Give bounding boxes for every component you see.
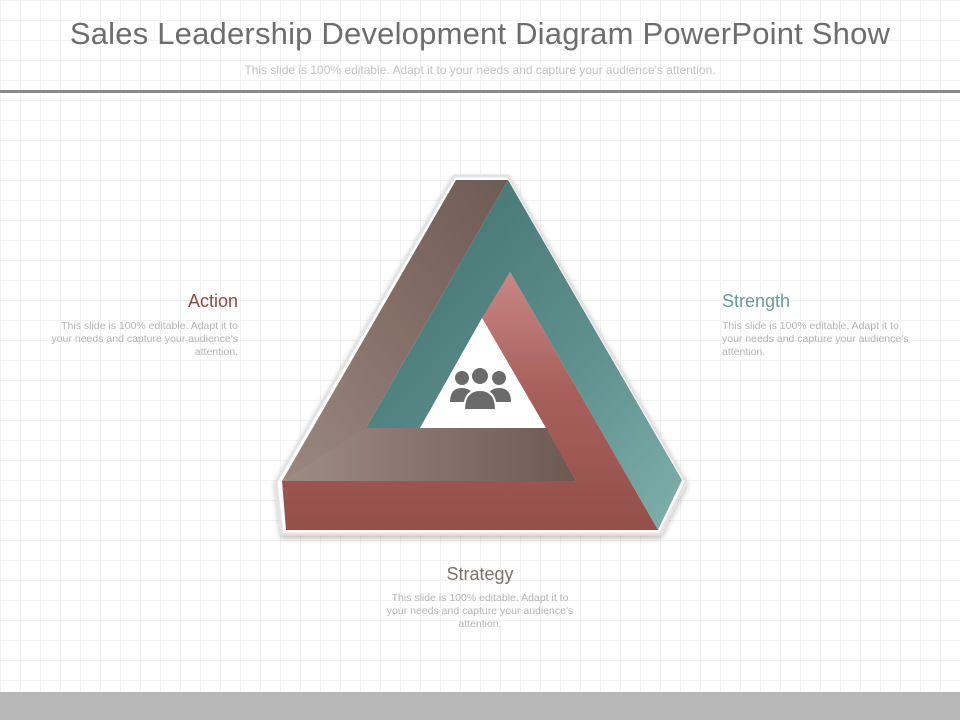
slide-title: Sales Leadership Development Diagram Pow… bbox=[69, 16, 891, 51]
strength-description: This slide is 100% editable. Adapt it to… bbox=[722, 320, 909, 358]
strategy-title: Strategy bbox=[446, 564, 514, 584]
people-group-icon bbox=[450, 366, 511, 411]
header-divider bbox=[0, 90, 960, 93]
strategy-segment bbox=[282, 272, 658, 530]
action-base-segment bbox=[282, 428, 576, 481]
strength-segment bbox=[366, 180, 682, 530]
action-title: Action bbox=[187, 291, 238, 311]
strength-title: Strength bbox=[722, 291, 791, 311]
strategy-description: This slide is 100% editable. Adapt it to… bbox=[386, 592, 574, 630]
slide-subtitle: This slide is 100% editable. Adapt it to… bbox=[244, 63, 716, 77]
action-description: This slide is 100% editable. Adapt it to… bbox=[51, 320, 238, 358]
footer-bar bbox=[0, 692, 960, 720]
action-segment bbox=[282, 180, 508, 481]
